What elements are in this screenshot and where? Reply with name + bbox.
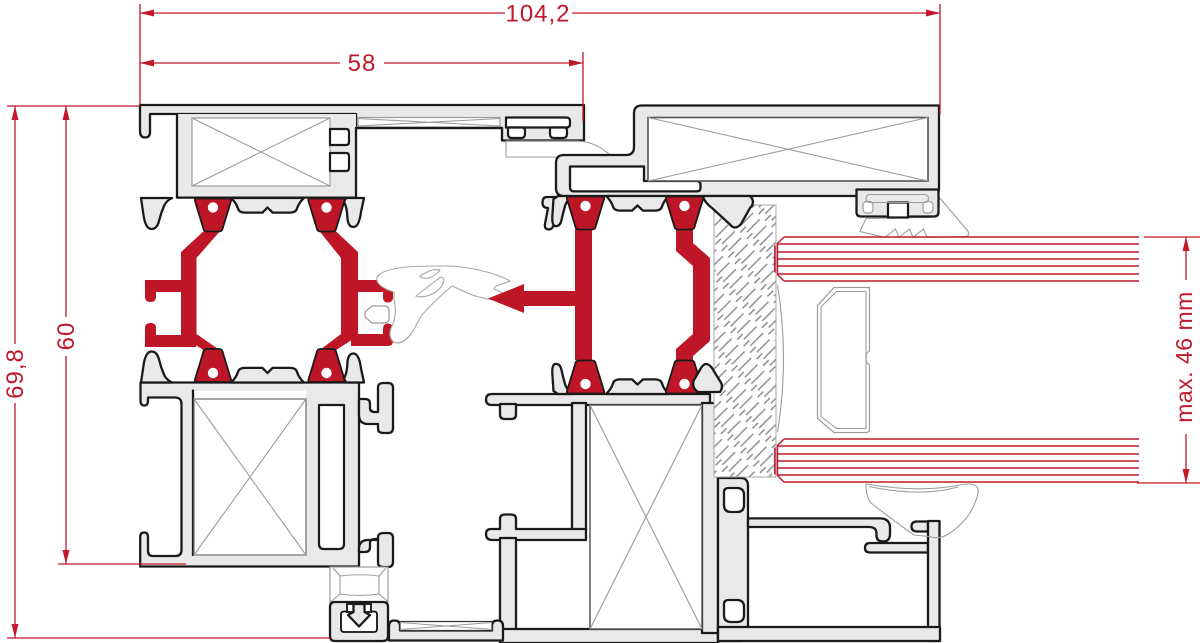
svg-text:max. 46 mm: max. 46 mm [1171,291,1197,423]
svg-text:104,2: 104,2 [505,1,570,28]
svg-text:69,8: 69,8 [2,348,29,399]
svg-text:58: 58 [348,50,377,77]
svg-text:60: 60 [53,322,80,351]
